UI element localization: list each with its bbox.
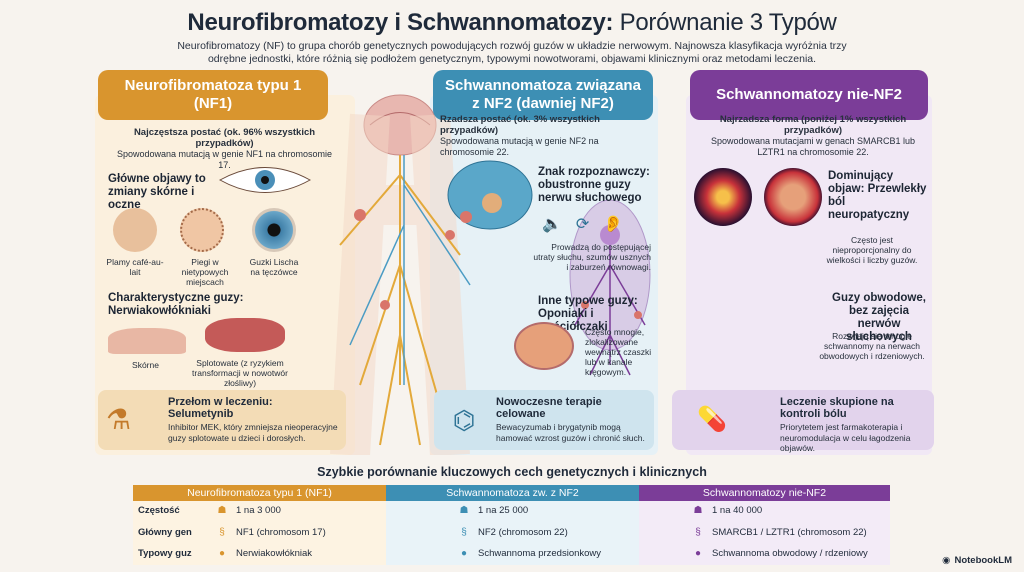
pain-relief-icon: 💊 <box>697 406 727 433</box>
swn-peripheral-title: Guzy obwodowe, bez zajęcia nerwów słucho… <box>832 292 926 343</box>
dna-icon: § <box>219 527 225 538</box>
dna-icon: § <box>695 527 701 538</box>
nf1-tumors-title: Charakterystyczne guzy: Nerwiakowłókniak… <box>108 292 244 317</box>
intro-text: Neurofibromatozy (NF) to grupa chorób ge… <box>177 40 847 65</box>
swn-dominant-title: Dominujący objaw: Przewlekły ból neuropa… <box>828 170 927 221</box>
row-label-gene: Główny gen <box>138 527 192 538</box>
plexiform-tumor-image <box>205 318 285 352</box>
nf2-treatment-box: ⌬ Nowoczesne terapie celowane Bewacyzuma… <box>434 390 654 450</box>
cafe-au-lait-image <box>113 208 157 252</box>
swn-treatment-box: 💊 Leczenie skupione na kontroli bólu Pri… <box>672 390 934 453</box>
table-row: ☗1 na 3 000 <box>217 505 281 516</box>
dna-icon: § <box>461 527 467 538</box>
lisch-nodules-image <box>252 208 296 252</box>
person-icon: ☗ <box>693 505 703 516</box>
table-header-nf2: Schwannomatoza zw. z NF2 <box>386 485 639 501</box>
notebooklm-logo-icon: ◉ <box>942 555 951 566</box>
table-row: ●Nerwiakowłókniak <box>216 547 312 561</box>
table-row: §NF2 (chromosom 22) <box>458 526 568 540</box>
symptom-cafe-au-lait: Plamy café-au-lait <box>106 257 164 277</box>
symptom-lisch-nodules: Guzki Lischa na tęczówce <box>249 257 299 277</box>
row-label-frequency: Częstość <box>138 505 180 516</box>
person-icon: ☗ <box>217 505 227 516</box>
table-row: ☗1 na 25 000 <box>459 505 529 516</box>
nf2-frequency: Rzadsza postać (ok. 3% wszystkich przypa… <box>440 114 600 157</box>
nf2-other-text: Często mnogie, zlokalizowane wewnątrz cz… <box>585 327 652 377</box>
nf1-treatment-box: ⚗ Przełom w leczeniu: Selumetynib Inhibi… <box>98 390 346 450</box>
ear-icons: 🔈⟳👂 <box>542 216 638 233</box>
brain-tumor-image <box>514 322 574 370</box>
tumor-icon: ● <box>694 548 702 559</box>
nf1-header: Neurofibromatoza typu 1 (NF1) <box>98 70 328 120</box>
table-col-swn <box>639 501 890 565</box>
swn-header: Schwannomatozy nie-NF2 <box>690 70 928 120</box>
table-col-nf2 <box>386 501 639 565</box>
table-row: §SMARCB1 / LZTR1 (chromosom 22) <box>692 526 866 540</box>
nf2-sign-text: Prowadzą do postępującej utraty słuchu, … <box>533 242 651 272</box>
table-col-nf1 <box>133 501 386 565</box>
row-label-tumor: Typowy guz <box>138 548 192 559</box>
table-row: ●Schwannoma obwodowy / rdzeniowy <box>692 547 868 561</box>
tumor-cutaneous: Skórne <box>132 360 159 370</box>
swn-dominant-text: Często jest nieproporcjonalny do wielkoś… <box>826 235 918 265</box>
tumor-plexiform: Splotowate (z ryzykiem transformacji w n… <box>192 358 288 388</box>
neuron-pain-image <box>694 168 752 226</box>
cutaneous-tumor-image <box>108 328 186 354</box>
nf2-sign-title: Znak rozpoznawczy: obustronne guzy nerwu… <box>538 166 650 204</box>
tumor-icon: ● <box>460 548 468 559</box>
page-title: Neurofibromatozy i Schwannomatozy: Porów… <box>187 9 837 36</box>
table-header-nf1: Neurofibromatoza typu 1 (NF1) <box>133 485 386 501</box>
person-icon: ☗ <box>459 505 469 516</box>
table-title: Szybkie porównanie kluczowych cech genet… <box>317 465 707 479</box>
symptom-freckles: Piegi w nietypowych miejscach <box>181 257 229 287</box>
nf2-header: Schwannomatoza związana z NF2 (dawniej N… <box>433 70 653 120</box>
table-header-swn: Schwannomatozy nie-NF2 <box>639 485 890 501</box>
swn-peripheral-text: Rozwijają się mnogie schwannomy na nerwa… <box>819 331 925 361</box>
freckles-image <box>180 208 224 252</box>
hand-pain-image <box>764 168 822 226</box>
tumor-icon: ● <box>218 548 226 559</box>
table-row: ●Schwannoma przedsionkowy <box>458 547 601 561</box>
medicine-icon: ⚗ <box>106 404 132 435</box>
eye-illustration <box>218 167 312 193</box>
brand-label: ◉NotebookLM <box>942 555 1012 566</box>
nf1-frequency: Najczęstsza postać (ok. 96% wszystkich p… <box>116 127 333 170</box>
molecule-icon: ⌬ <box>452 405 476 435</box>
swn-frequency: Najrzadsza forma (poniżej 1% wszystkich … <box>710 114 916 157</box>
nf1-symptoms-title: Główne objawy to zmiany skórne i oczne <box>108 173 206 211</box>
table-row: §NF1 (chromosom 17) <box>216 526 326 540</box>
table-row: ☗1 na 40 000 <box>693 505 763 516</box>
